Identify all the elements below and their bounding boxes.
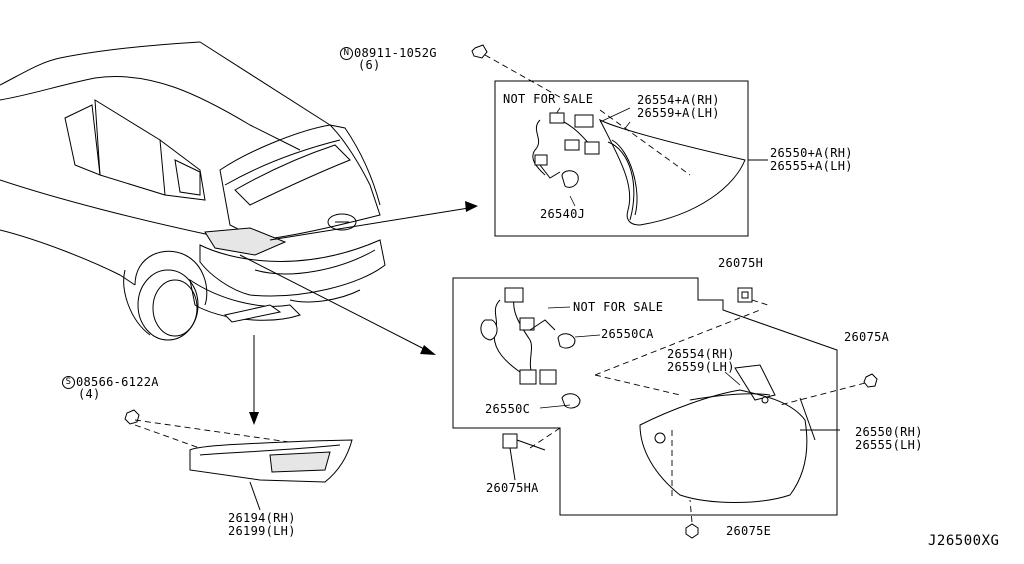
nut-prefix-badge: N: [340, 47, 353, 60]
upper-inner-lh: 26559+A(LH): [637, 106, 720, 120]
pointer-arrows: [239, 201, 478, 425]
lower-not-for-sale: NOT FOR SALE: [573, 300, 664, 314]
upper-lamp-lh: 26555+A(LH): [770, 159, 853, 173]
upper-lamp-rh: 26550+A(RH): [770, 146, 853, 160]
upper-lamp-box: [494, 80, 768, 237]
bulb-ca-part: 26550CA: [601, 327, 654, 341]
vehicle-rear-illustration: [0, 41, 386, 341]
lower-lamp-rh: 26550(RH): [855, 425, 923, 439]
lower-inner-rh: 26554(RH): [667, 347, 735, 361]
nut-part-number: 08911-1052G: [354, 46, 437, 60]
screw-prefix-badge: S: [62, 376, 75, 389]
upper-inner-rh: 26554+A(RH): [637, 93, 720, 107]
screw-quantity: (4): [78, 387, 101, 401]
clip-h-part: 26075H: [718, 256, 764, 270]
nut-quantity: (6): [358, 58, 381, 72]
lower-inner-lh: 26559(LH): [667, 360, 735, 374]
upper-bulb-part: 26540J: [540, 207, 586, 221]
upper-not-for-sale: NOT FOR SALE: [503, 92, 594, 106]
clip-a-part: 26075A: [844, 330, 890, 344]
lower-lamp-box: [452, 277, 840, 516]
diagram-id: J26500XG: [928, 533, 1000, 549]
reflector-rh: 26194(RH): [228, 511, 296, 525]
nut-icon: [471, 44, 566, 101]
reflector-illustration: [124, 409, 353, 511]
reflector-lh: 26199(LH): [228, 524, 296, 538]
lower-lamp-lh: 26555(LH): [855, 438, 923, 452]
clip-e-part: 26075E: [726, 524, 772, 538]
clip-icons: [502, 287, 878, 539]
screw-part-number: 08566-6122A: [76, 375, 159, 389]
clip-ha-part: 26075HA: [486, 481, 539, 495]
bulb-c-part: 26550C: [485, 402, 531, 416]
